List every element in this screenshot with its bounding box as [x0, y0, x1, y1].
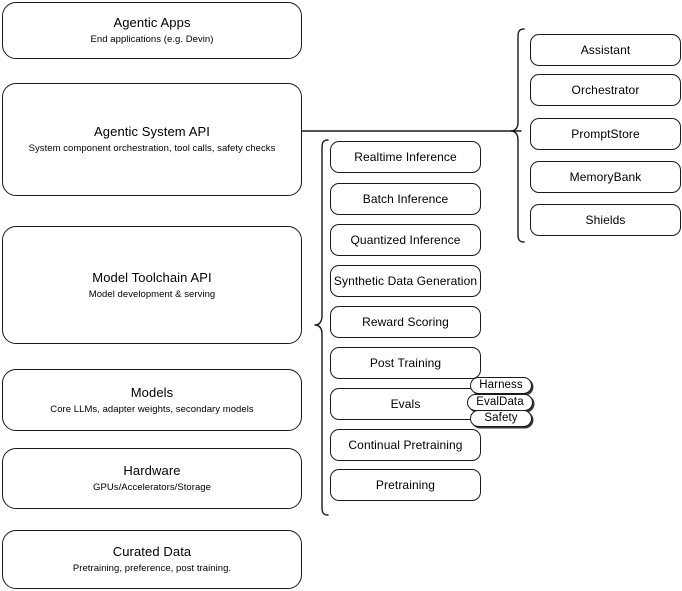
layer-subtitle: System component orchestration, tool cal… — [28, 143, 276, 154]
toolchain-item-label: Pretraining — [375, 478, 436, 492]
layer-title: Agentic System API — [94, 124, 210, 139]
system-item-label: MemoryBank — [569, 170, 642, 184]
layer-subtitle: End applications (e.g. Devin) — [90, 34, 214, 45]
system-item-orchestrator[interactable]: Orchestrator — [530, 74, 681, 106]
layer-curated-data[interactable]: Curated Data Pretraining, preference, po… — [2, 530, 302, 589]
layer-title: Agentic Apps — [113, 15, 191, 30]
layer-subtitle: GPUs/Accelerators/Storage — [93, 482, 211, 493]
toolchain-item-continual-pretraining[interactable]: Continual Pretraining — [330, 429, 481, 461]
layer-title: Hardware — [123, 463, 181, 478]
toolchain-item-label: Realtime Inference — [354, 150, 457, 164]
layer-title: Models — [130, 384, 174, 400]
toolchain-item-label: Batch Inference — [362, 192, 449, 206]
toolchain-item-pretraining[interactable]: Pretraining — [330, 469, 481, 501]
toolchain-item-label: Continual Pretraining — [348, 438, 463, 452]
layer-agentic-system-api[interactable]: Agentic System API System component orch… — [2, 83, 302, 196]
system-item-assistant[interactable]: Assistant — [530, 34, 681, 66]
toolchain-item-post-training[interactable]: Post Training — [330, 347, 481, 379]
system-item-label: PromptStore — [571, 127, 640, 141]
toolchain-item-evals[interactable]: Evals — [330, 388, 481, 420]
toolchain-item-label: Quantized Inference — [350, 233, 461, 247]
layer-hardware[interactable]: Hardware GPUs/Accelerators/Storage — [2, 448, 302, 509]
system-item-shields[interactable]: Shields — [530, 204, 681, 236]
eval-tag-safety[interactable]: Safety — [470, 410, 532, 427]
toolchain-item-label: Reward Scoring — [362, 315, 449, 329]
layer-agentic-apps[interactable]: Agentic Apps End applications (e.g. Devi… — [2, 2, 302, 59]
toolchain-item-quantized-inference[interactable]: Quantized Inference — [330, 224, 481, 256]
toolchain-item-label: Synthetic Data Generation — [333, 274, 478, 288]
toolchain-item-reward-scoring[interactable]: Reward Scoring — [330, 306, 481, 338]
toolchain-item-label: Post Training — [369, 356, 442, 370]
layer-subtitle: Pretraining, preference, post training. — [72, 563, 232, 574]
toolchain-item-realtime-inference[interactable]: Realtime Inference — [330, 141, 481, 173]
eval-tag-harness[interactable]: Harness — [470, 377, 532, 394]
brace-toolchain-components — [314, 139, 329, 516]
system-item-label: Shields — [585, 213, 626, 227]
system-item-memorybank[interactable]: MemoryBank — [530, 161, 681, 193]
layer-models[interactable]: Models Core LLMs, adapter weights, secon… — [2, 369, 302, 431]
system-item-label: Orchestrator — [571, 83, 640, 97]
eval-tag-label: Harness — [479, 379, 523, 391]
toolchain-item-batch-inference[interactable]: Batch Inference — [330, 183, 481, 215]
layer-title: Model Toolchain API — [92, 269, 212, 285]
layer-subtitle: Core LLMs, adapter weights, secondary mo… — [50, 403, 254, 415]
system-item-label: Assistant — [580, 43, 631, 57]
toolchain-item-synthetic-data-generation[interactable]: Synthetic Data Generation — [330, 265, 481, 297]
layer-model-toolchain-api[interactable]: Model Toolchain API Model development & … — [2, 226, 302, 344]
toolchain-item-label: Evals — [390, 397, 421, 411]
layer-subtitle: Model development & serving — [88, 288, 216, 300]
brace-system-components — [510, 28, 525, 243]
eval-tag-label: EvalData — [476, 396, 524, 408]
eval-tag-evaldata[interactable]: EvalData — [467, 394, 533, 411]
eval-tag-label: Safety — [484, 412, 518, 424]
layer-title: Curated Data — [112, 544, 192, 559]
system-item-promptstore[interactable]: PromptStore — [530, 118, 681, 150]
